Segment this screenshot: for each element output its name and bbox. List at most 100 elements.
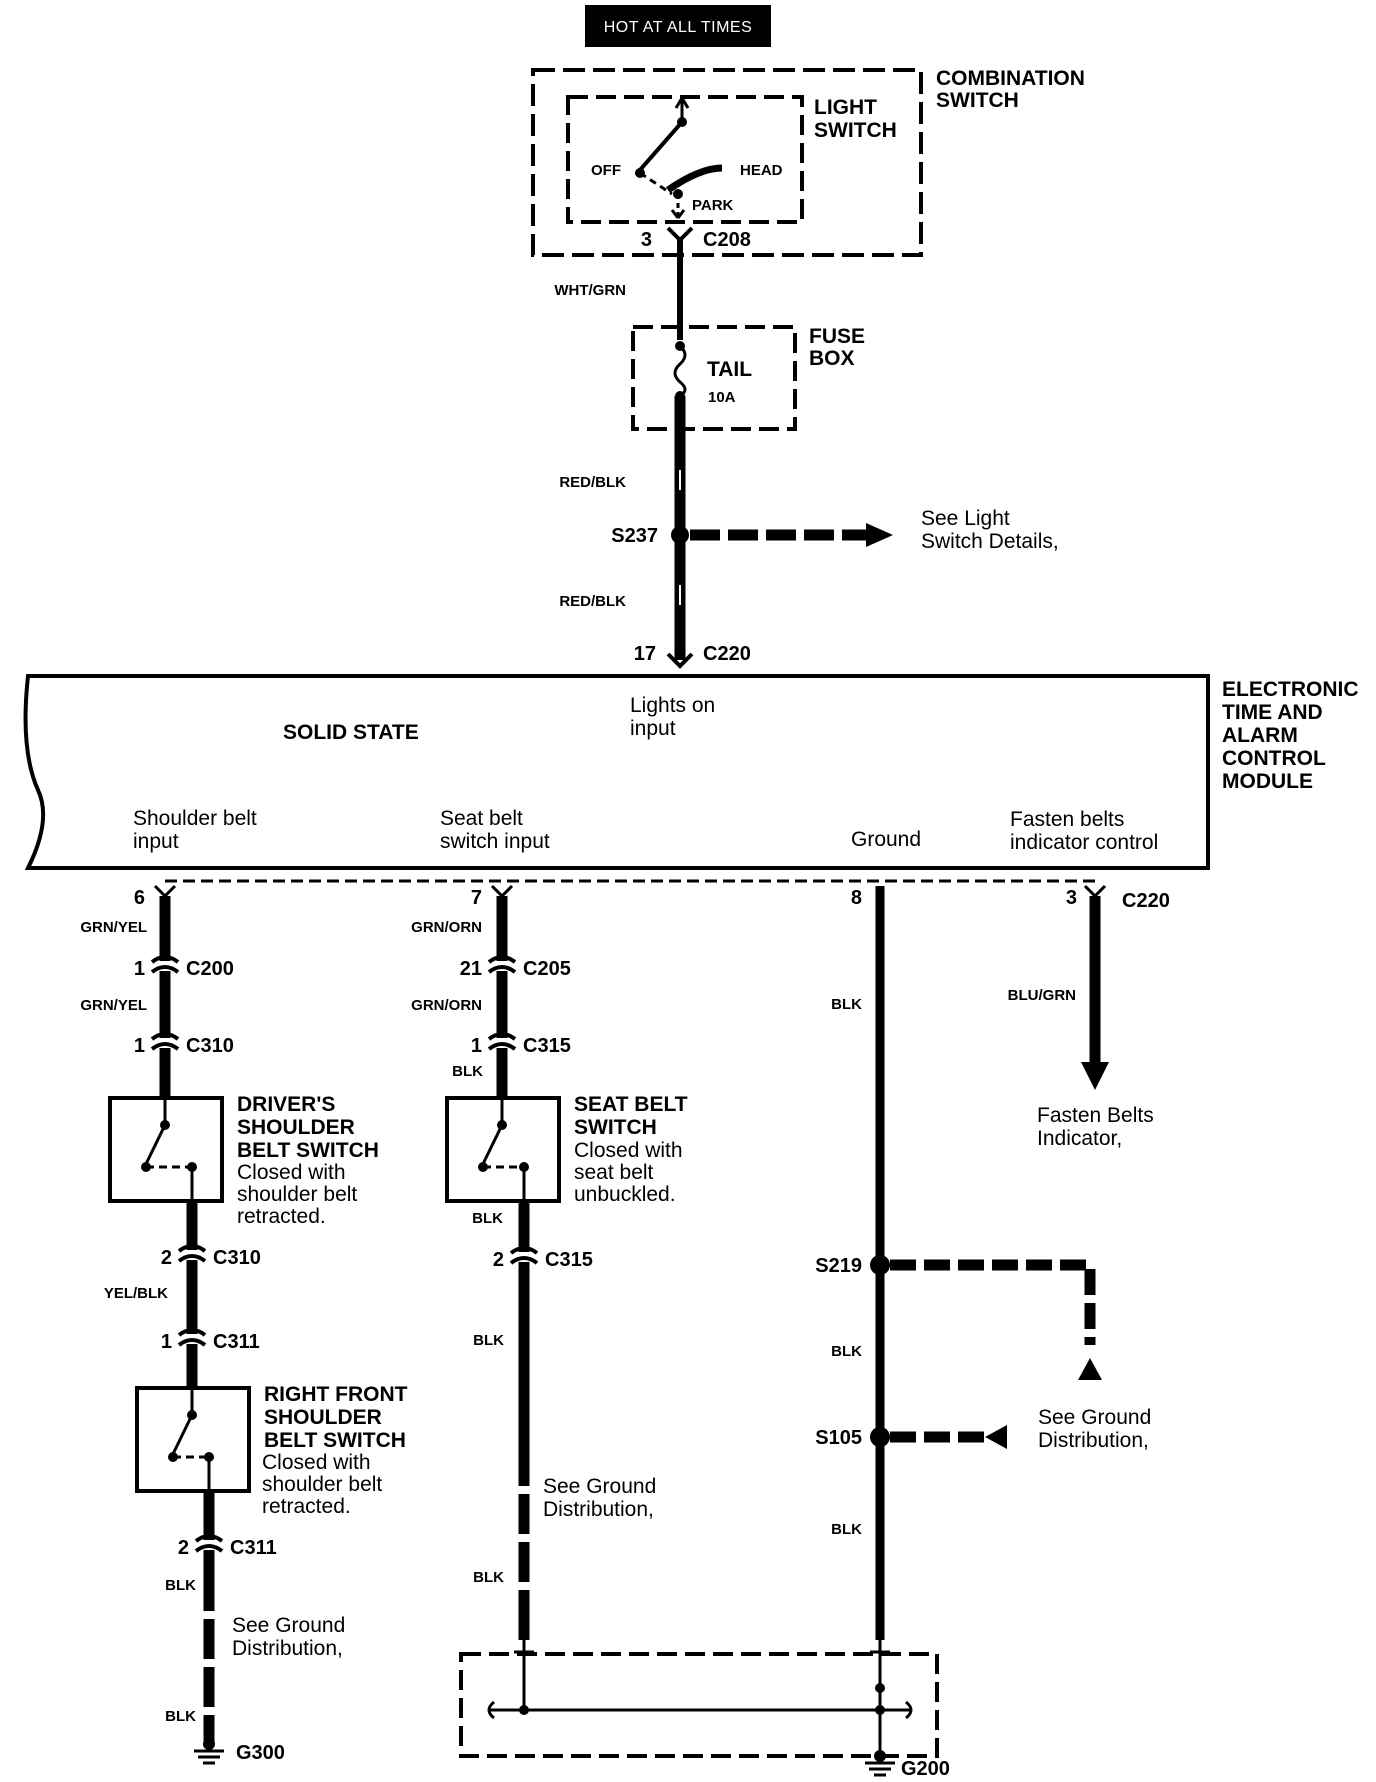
drivers-switch-note-1: Closed with — [237, 1161, 346, 1184]
drivers-switch-title-1: DRIVER'S — [237, 1093, 335, 1116]
power-source-text: HOT AT ALL TIMES — [604, 19, 753, 36]
wire-label-blk-right-1: BLK — [165, 1577, 196, 1594]
light-switch-title-1: LIGHT — [814, 96, 877, 119]
c311b-label: C311 — [230, 1537, 277, 1559]
wire-label-blk-seat-out: BLK — [472, 1210, 503, 1227]
g300-label: G300 — [236, 1742, 285, 1764]
wire-label-grn-yel-2: GRN/YEL — [80, 997, 147, 1014]
pin-fasten: 3 — [1066, 887, 1077, 909]
c220-top-pin: 17 — [634, 643, 656, 665]
right-switch-title-3: BELT SWITCH — [264, 1429, 406, 1452]
module-solid-state: SOLID STATE — [283, 721, 419, 744]
pin-ground: 8 — [851, 887, 862, 909]
module-seatbelt-input-1: Seat belt — [440, 807, 523, 830]
connector-c208: 3 C208 — [641, 226, 751, 251]
module-fasten-control-2: indicator control — [1010, 831, 1158, 854]
fuse-box-title-2: BOX — [809, 347, 855, 370]
ground-g200-block: G200 — [459, 1640, 950, 1780]
c310b-label: C310 — [213, 1247, 261, 1269]
c310a-label: C310 — [186, 1035, 234, 1057]
connector-c220-top: 17 C220 — [634, 643, 751, 669]
c310a-pin: 1 — [134, 1035, 145, 1057]
fuse-rating: 10A — [708, 389, 736, 406]
wire-label-blk-seat-mid: BLK — [473, 1332, 504, 1349]
module-name-3: ALARM — [1222, 724, 1298, 747]
circuit-g300: 2 C311 BLK See Ground Distribution, BLK … — [165, 1491, 345, 1765]
seat-ground-ref-2: Distribution, — [543, 1498, 654, 1521]
c311a-label: C311 — [213, 1331, 260, 1353]
s105-ground-ref-1: See Ground — [1038, 1406, 1151, 1429]
wire-label-blk-c315: BLK — [452, 1063, 483, 1080]
wire-label-wht-grn: WHT/GRN — [554, 282, 626, 299]
light-switch-title-2: SWITCH — [814, 119, 897, 142]
light-switch-head-label: HEAD — [740, 162, 783, 179]
module-fasten-control-1: Fasten belts — [1010, 808, 1124, 831]
fuse-name: TAIL — [707, 358, 752, 381]
module-shoulder-input-2: input — [133, 830, 179, 853]
pin-shoulder: 6 — [134, 887, 145, 909]
seat-switch-title-2: SWITCH — [574, 1116, 657, 1139]
drivers-shoulder-belt-switch: DRIVER'S SHOULDER BELT SWITCH Closed wit… — [108, 1093, 379, 1228]
right-switch-note-1: Closed with — [262, 1451, 371, 1474]
circuit-drivers-shoulder: 6 GRN/YEL 1 C200 GRN/YEL 1 C310 — [80, 884, 234, 1098]
c311b-pin: 2 — [178, 1537, 189, 1559]
right-ground-ref-1: See Ground — [232, 1614, 345, 1637]
c220-bottom-label: C220 — [1122, 890, 1170, 912]
power-source-label: HOT AT ALL TIMES — [585, 5, 771, 47]
c208-label: C208 — [703, 229, 751, 251]
c315a-label: C315 — [523, 1035, 571, 1057]
wire-label-yel-blk: YEL/BLK — [104, 1285, 168, 1302]
c205-label: C205 — [523, 958, 571, 980]
drivers-switch-note-2: shoulder belt — [237, 1183, 357, 1206]
right-switch-note-3: retracted. — [262, 1495, 351, 1518]
drivers-switch-title-3: BELT SWITCH — [237, 1139, 379, 1162]
c208-pin: 3 — [641, 229, 652, 251]
wire-label-blk-gnd-1: BLK — [831, 996, 862, 1013]
s237-label: S237 — [611, 525, 658, 547]
circuit-yel-blk: 2 C310 YEL/BLK 1 C311 — [104, 1201, 261, 1388]
s105-ground-ref-2: Distribution, — [1038, 1429, 1149, 1452]
module-lights-on-1: Lights on — [630, 694, 715, 717]
circuit-fasten-belts: 3 BLU/GRN Fasten Belts Indicator, — [1008, 884, 1154, 1150]
wire-label-red-blk-2: RED/BLK — [559, 593, 626, 610]
light-switch-park-label: PARK — [692, 197, 734, 214]
ground-g300-icon — [194, 1738, 224, 1765]
module-lights-on-2: input — [630, 717, 676, 740]
indicator-label-1: Fasten Belts — [1037, 1104, 1154, 1127]
c311a-pin: 1 — [161, 1331, 172, 1353]
c310b-pin: 2 — [161, 1247, 172, 1269]
c315a-pin: 1 — [471, 1035, 482, 1057]
module-name-1: ELECTRONIC — [1222, 678, 1359, 701]
wire-label-grn-yel-1: GRN/YEL — [80, 919, 147, 936]
c200-pin: 1 — [134, 958, 145, 980]
light-switch-off-label: OFF — [591, 162, 621, 179]
seat-switch-title-1: SEAT BELT — [574, 1093, 688, 1116]
wire-label-blk-gnd-3: BLK — [831, 1521, 862, 1538]
control-module: SOLID STATE Lights on input Shoulder bel… — [23, 674, 1359, 870]
combination-switch: COMBINATION SWITCH LIGHT SWITCH OFF HEAD… — [531, 67, 1085, 257]
right-switch-title-1: RIGHT FRONT — [264, 1383, 408, 1406]
c220-top-label: C220 — [703, 643, 751, 665]
c315b-pin: 2 — [493, 1249, 504, 1271]
seat-switch-note-2: seat belt — [574, 1161, 654, 1184]
module-name-2: TIME AND — [1222, 701, 1323, 724]
fuse-box: TAIL 10A FUSE BOX — [631, 325, 865, 431]
circuit-seat-ground: BLK 2 C315 BLK See Ground Distribution, … — [472, 1201, 656, 1640]
g200-label: G200 — [901, 1758, 950, 1780]
wire-label-blu-grn: BLU/GRN — [1008, 987, 1076, 1004]
module-ground-label: Ground — [851, 828, 921, 851]
module-shoulder-input-1: Shoulder belt — [133, 807, 257, 830]
combination-switch-title-1: COMBINATION — [936, 67, 1085, 90]
drivers-switch-note-3: retracted. — [237, 1205, 326, 1228]
seat-ground-ref-1: See Ground — [543, 1475, 656, 1498]
seat-switch-note-1: Closed with — [574, 1139, 683, 1162]
fuse-box-title-1: FUSE — [809, 325, 865, 348]
circuit-ground: 8 BLK S219 BLK S105 See Ground Distribut… — [815, 886, 1151, 1640]
combination-switch-title-2: SWITCH — [936, 89, 1019, 112]
module-name-4: CONTROL — [1222, 747, 1326, 770]
module-name-5: MODULE — [1222, 770, 1313, 793]
wire-label-blk-seat-low: BLK — [473, 1569, 504, 1586]
pin-seatbelt: 7 — [471, 887, 482, 909]
wire-label-grn-orn-2: GRN/ORN — [411, 997, 482, 1014]
c205-pin: 21 — [460, 958, 482, 980]
